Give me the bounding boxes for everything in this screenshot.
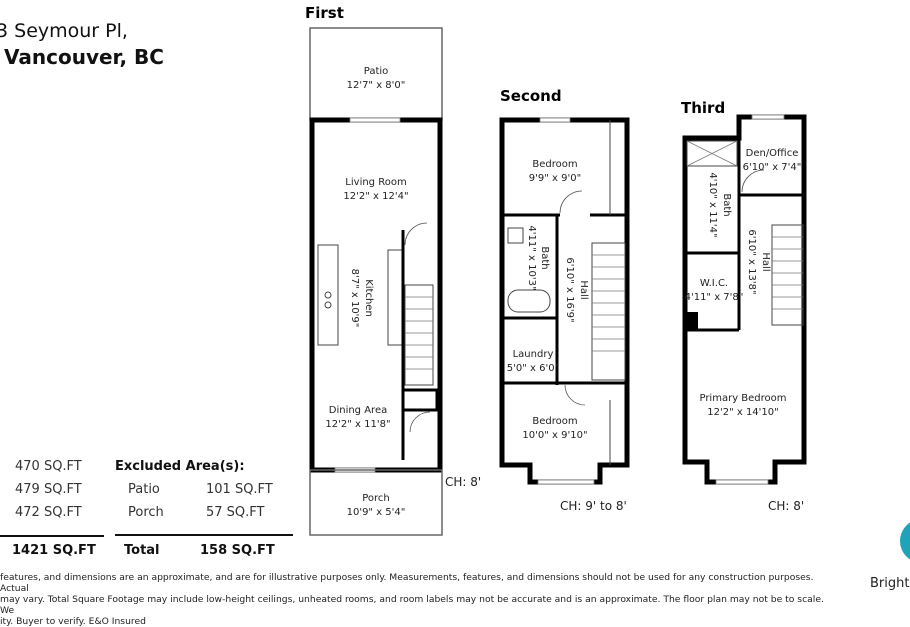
floor-area: 470 SQ.FT	[15, 459, 82, 474]
disclaimer-line: ity. Buyer to verify. E&O Insured	[0, 616, 146, 627]
room-dim: 12'2" x 14'10"	[707, 407, 779, 418]
ceiling-height: CH: 9' to 8'	[560, 499, 627, 513]
room-name: Bedroom	[532, 416, 577, 427]
room-name: Den/Office	[746, 148, 799, 159]
room-dim: 9'9" x 9'0"	[529, 173, 581, 184]
ceiling-height: CH: 8'	[445, 475, 481, 489]
floor-total: 1421 SQ.FT	[12, 543, 96, 558]
room-dim: 12'7" x 8'0"	[347, 80, 406, 91]
room-name: Hall	[760, 252, 771, 271]
room-name: Bedroom	[532, 159, 577, 170]
room-name: Bath	[539, 246, 550, 269]
excluded-total: 158 SQ.FT	[200, 543, 275, 558]
brand-logo	[900, 522, 910, 560]
stairs-second	[591, 242, 626, 381]
disclaimer-line: features, and dimensions are an approxim…	[0, 572, 814, 594]
address-line2: Vancouver, BC	[4, 45, 164, 69]
floor-area: 479 SQ.FT	[15, 482, 82, 497]
disclaimer: features, and dimensions are an approxim…	[0, 572, 840, 627]
second-floor-title: Second	[500, 87, 562, 105]
room-dim: 8'7" x 10'9"	[349, 269, 360, 328]
first-floor-title: First	[305, 4, 344, 22]
second-floor: Second Bedroom 9'9" x 9'0" Bath 4'11" x …	[499, 87, 630, 513]
room-name: W.I.C.	[700, 278, 728, 289]
brand-name: Bright	[870, 576, 910, 591]
stairs-first	[404, 284, 434, 386]
room-dim: 4'11" x 7'8"	[685, 292, 744, 303]
disclaimer-line: may vary. Total Square Footage may inclu…	[0, 594, 824, 616]
room-dim: 4'10" x 11'4"	[707, 172, 718, 237]
floor-plan: First Patio 12'7" x 8'0" Living Room 12'…	[305, 4, 910, 560]
excluded-area: 101 SQ.FT	[206, 482, 273, 497]
room-name: Bath	[721, 193, 732, 216]
room-dim: 10'9" x 5'4"	[347, 507, 406, 518]
first-floor: First Patio 12'7" x 8'0" Living Room 12'…	[305, 4, 481, 536]
room-dim: 10'0" x 9'10"	[522, 430, 587, 441]
room-name: Dining Area	[329, 405, 387, 416]
room-dim: 6'10" x 13'8"	[746, 229, 757, 294]
room-name: Laundry	[513, 349, 554, 360]
excluded-name: Patio	[128, 482, 160, 497]
excluded-area: 57 SQ.FT	[206, 505, 265, 520]
room-dim: 6'10" x 7'4"	[743, 162, 802, 173]
room-name: Living Room	[345, 177, 406, 188]
porch-outline	[309, 469, 443, 536]
excluded-total-label: Total	[124, 543, 160, 558]
room-dim: 12'2" x 12'4"	[343, 191, 408, 202]
room-dim: 6'10" x 16'9"	[564, 257, 575, 322]
divider	[0, 535, 104, 537]
ceiling-height: CH: 8'	[768, 499, 804, 513]
room-dim: 5'0" x 6'0"	[507, 363, 559, 374]
room-name: Porch	[362, 493, 390, 504]
excluded-name: Porch	[128, 505, 164, 520]
kitchen-counter	[317, 244, 339, 346]
room-name: Kitchen	[363, 279, 374, 317]
address-line1: 3 Seymour Pl,	[0, 20, 128, 42]
third-floor-title: Third	[681, 99, 725, 117]
room-name: Hall	[578, 280, 589, 299]
third-floor: Third Den/Office 6'10" x 7'4" Bath 4'10"…	[681, 99, 807, 513]
excluded-heading: Excluded Area(s):	[115, 459, 245, 474]
room-name: Primary Bedroom	[699, 393, 786, 404]
room-dim: 4'11" x 10'3"	[526, 225, 537, 290]
second-floor-walls	[499, 117, 630, 485]
divider	[115, 534, 293, 536]
floor-area: 472 SQ.FT	[15, 505, 82, 520]
room-name: Patio	[364, 66, 389, 77]
room-dim: 12'2" x 11'8"	[325, 419, 390, 430]
stairs-third	[771, 224, 804, 326]
